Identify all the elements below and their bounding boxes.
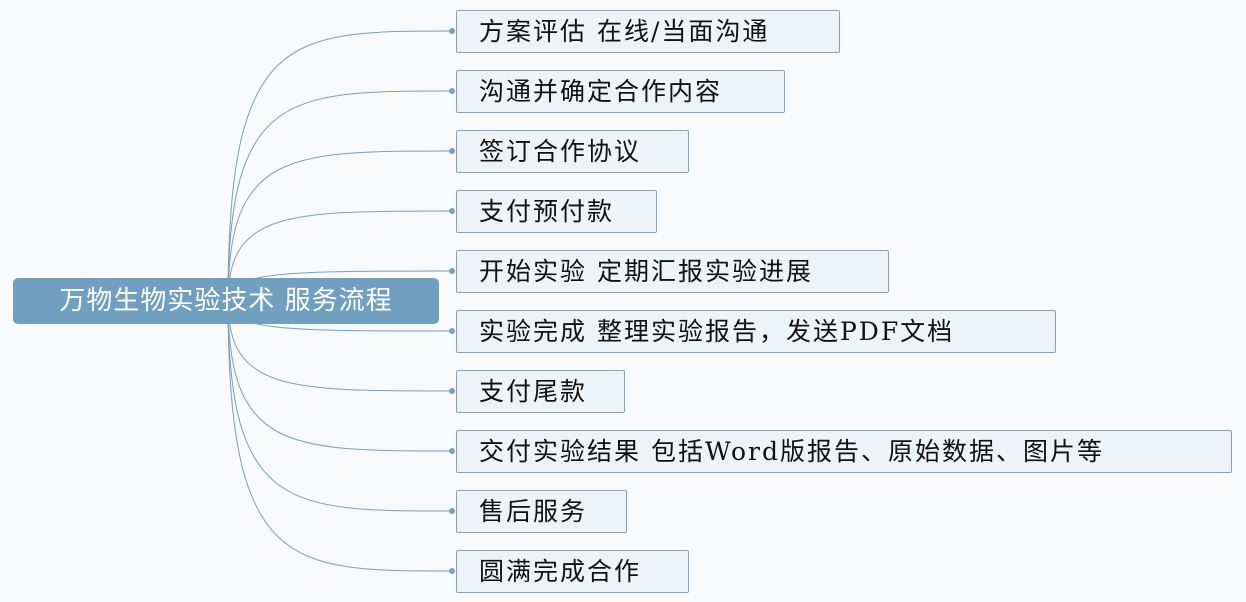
- connector-dot: [449, 88, 455, 94]
- connector-line: [227, 300, 453, 452]
- connector-line: [227, 150, 453, 302]
- connector-line: [227, 300, 453, 392]
- connector-line: [227, 300, 453, 512]
- step-node-9[interactable]: 售后服务: [456, 490, 627, 533]
- step-node-8[interactable]: 交付实验结果 包括Word版报告、原始数据、图片等: [456, 430, 1232, 473]
- connector-dot: [449, 508, 455, 514]
- connector-dot: [449, 328, 455, 334]
- connector-line: [227, 30, 453, 302]
- step-node-10[interactable]: 圆满完成合作: [456, 550, 689, 593]
- connector-dot: [449, 388, 455, 394]
- connector-dot: [449, 268, 455, 274]
- connector-dot: [449, 148, 455, 154]
- step-node-6[interactable]: 实验完成 整理实验报告，发送PDF文档: [456, 310, 1056, 353]
- root-node[interactable]: 万物生物实验技术 服务流程: [13, 278, 439, 324]
- connector-dot: [449, 208, 455, 214]
- step-node-2[interactable]: 沟通并确定合作内容: [456, 70, 785, 113]
- step-node-5[interactable]: 开始实验 定期汇报实验进展: [456, 250, 889, 293]
- connector-line: [227, 300, 453, 572]
- step-node-1[interactable]: 方案评估 在线/当面沟通: [456, 10, 840, 53]
- step-node-7[interactable]: 支付尾款: [456, 370, 625, 413]
- step-node-3[interactable]: 签订合作协议: [456, 130, 689, 173]
- connector-dot: [449, 448, 455, 454]
- connector-line: [227, 90, 453, 302]
- step-node-4[interactable]: 支付预付款: [456, 190, 657, 233]
- connector-line: [227, 210, 453, 302]
- connector-dot: [449, 568, 455, 574]
- connector-dot: [449, 28, 455, 34]
